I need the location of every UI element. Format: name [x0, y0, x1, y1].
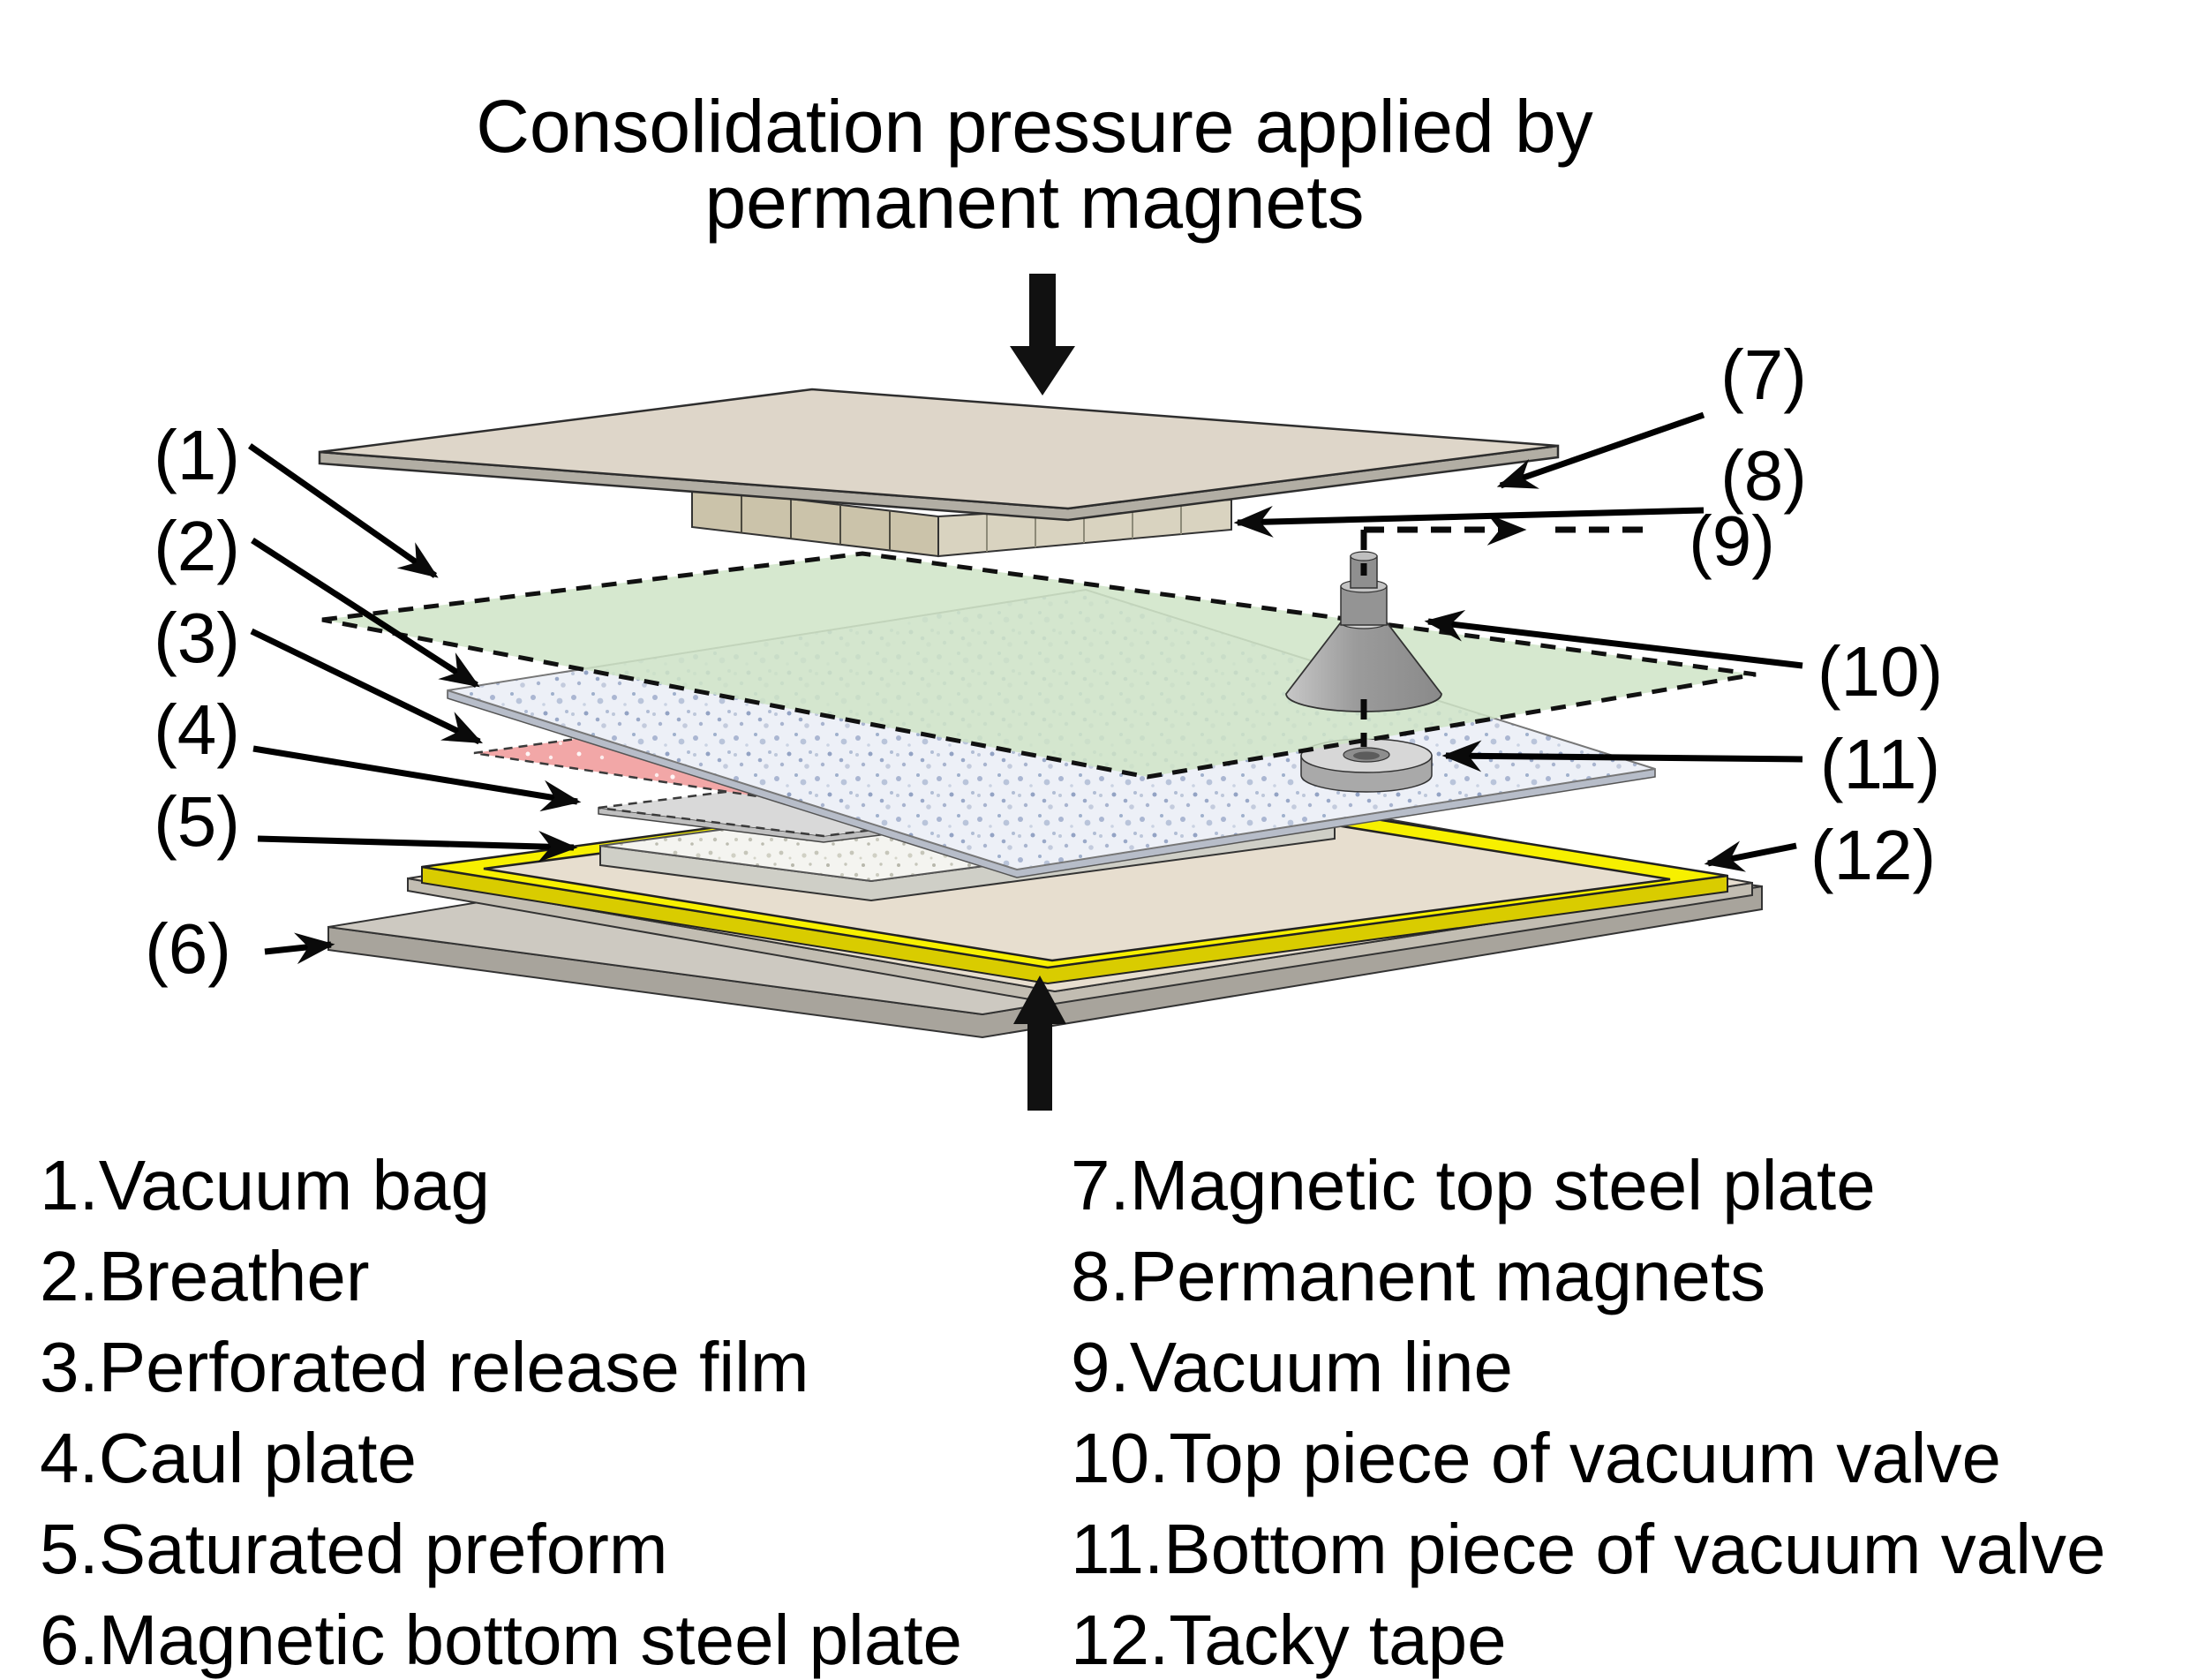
- figure-title-line2: permanent magnets: [704, 161, 1364, 244]
- callout-label-5: (5): [154, 782, 240, 861]
- callout-arrow-3: [250, 628, 484, 745]
- callout-label-8: (8): [1720, 436, 1807, 515]
- figure-title-line1: Consolidation pressure applied by: [476, 85, 1592, 168]
- callout-label-12: (12): [1810, 816, 1936, 894]
- callout-arrow-11: [1441, 740, 1803, 772]
- callout-label-4: (4): [154, 690, 240, 769]
- valve-tip-top: [1350, 551, 1378, 561]
- legend-item-6: 6.Magnetic bottom steel plate: [40, 1601, 962, 1679]
- legend-item-10: 10.Top piece of vacuum valve: [1071, 1419, 2001, 1497]
- up-pressure-arrow-icon: [1013, 976, 1066, 1111]
- vacuum-valve-top-piece: [1285, 551, 1442, 712]
- callout-label-6: (6): [145, 909, 231, 988]
- callout-arrow-7: [1496, 411, 1705, 489]
- legend-item-11: 11.Bottom piece of vacuum valve: [1071, 1510, 2105, 1588]
- legend-item-3: 3.Perforated release film: [40, 1328, 809, 1406]
- down-pressure-arrow-icon: [1010, 274, 1075, 396]
- callout-arrow-10: [1424, 609, 1803, 669]
- top-plate-top: [319, 388, 1559, 510]
- callout-arrow-4: [252, 745, 582, 812]
- callout-arrow-2: [251, 538, 480, 688]
- callout-label-7: (7): [1720, 335, 1807, 414]
- callout-label-3: (3): [154, 599, 240, 677]
- valve-cone: [1285, 622, 1442, 712]
- legend-item-4: 4.Caul plate: [40, 1419, 417, 1497]
- valve-bottom-hole: [1353, 751, 1380, 760]
- legend-item-2: 2.Breather: [40, 1237, 370, 1315]
- callout-arrow-8: [1233, 506, 1705, 538]
- legend-item-8: 8.Permanent magnets: [1071, 1237, 1765, 1315]
- vacuum-line: [1360, 514, 1652, 747]
- callout-label-10: (10): [1817, 632, 1943, 711]
- callout-arrows: [247, 411, 1803, 965]
- callout-label-9: (9): [1689, 501, 1775, 580]
- callout-label-11: (11): [1820, 725, 1940, 803]
- legend-item-5: 5.Saturated preform: [40, 1510, 667, 1588]
- callout-label-1: (1): [154, 416, 240, 494]
- magnetic-top-steel-plate: [318, 388, 1560, 522]
- legend-item-1: 1.Vacuum bag: [40, 1146, 490, 1224]
- callout-arrow-5: [257, 830, 578, 863]
- legend: 1.Vacuum bag 2.Breather 3.Perforated rel…: [40, 1146, 2105, 1679]
- callout-label-2: (2): [154, 507, 240, 585]
- callout-arrow-12: [1704, 840, 1797, 872]
- legend-item-9: 9.Vacuum line: [1071, 1328, 1513, 1406]
- vacuum-bag: [321, 551, 1757, 780]
- callout-arrow-6: [264, 932, 335, 965]
- legend-item-7: 7.Magnetic top steel plate: [1071, 1146, 1876, 1224]
- legend-item-12: 12.Tacky tape: [1071, 1601, 1507, 1679]
- callout-arrow-1: [247, 443, 439, 578]
